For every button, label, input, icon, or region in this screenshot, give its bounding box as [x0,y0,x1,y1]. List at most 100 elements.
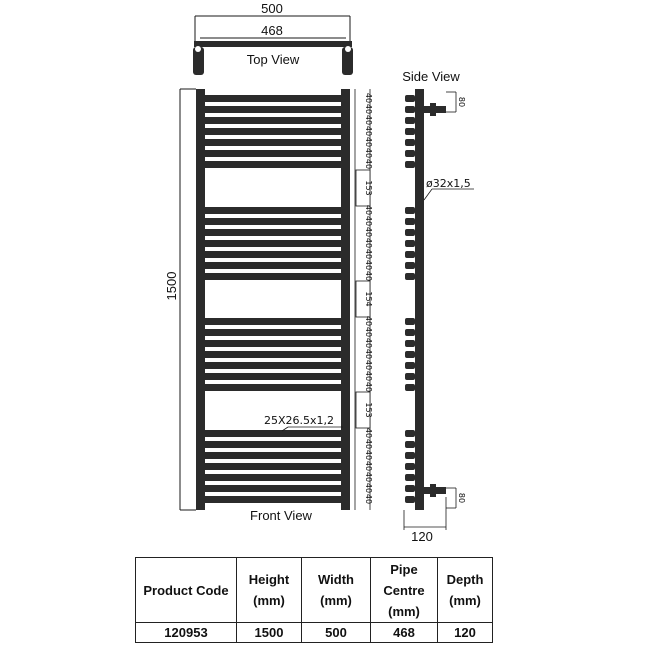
bar-pitch-label: 40 [364,137,373,147]
bar-pitch-label: 40 [364,371,373,381]
towel-rail [196,207,350,214]
towel-rail [196,106,350,113]
gap-lower-label: 153 [364,402,373,417]
header-product-code: Product Code [135,557,237,623]
side-view-title: Side View [402,69,460,84]
leader-line [423,188,433,201]
bar-pitch-label: 40 [364,93,373,103]
bar-pitch-label: 40 [364,483,373,493]
gap-dim-box [355,391,371,429]
pitch-labels-lower-middle: 40 40 40 40 40 40 40 [364,316,373,392]
rail-group-upper-middle [196,207,350,280]
rail-stub [405,441,415,448]
towel-rail [196,496,350,503]
rail-stub [405,384,415,391]
rail-stub [405,329,415,336]
bar-section-label: 25X26.5x1,2 [264,414,334,427]
towel-rail [196,262,350,269]
header-height: Height(mm) [236,557,302,623]
spec-table-row: 120953 1500 500 468 120 [135,622,493,643]
bar-pitch-label: 40 [364,205,373,215]
bar-pitch-label: 40 [364,148,373,158]
bar-pitch-label: 40 [364,126,373,136]
rail-stub [405,496,415,503]
towel-rail [196,139,350,146]
towel-rail [196,150,350,157]
bar-pitch-label: 40 [364,104,373,114]
cell-depth: 120 [437,622,493,643]
pipe-diameter-label: ø32x1,5 [426,177,471,190]
bar-pitch-label: 40 [364,238,373,248]
rail-stub [405,139,415,146]
bar-pitch-label: 40 [364,249,373,259]
bar-pitch-label: 40 [364,338,373,348]
pitch-labels-bottom: 40 40 40 40 40 40 40 [364,428,373,504]
rail-stub [405,463,415,470]
towel-rail [196,329,350,336]
depth-label: 120 [411,529,433,544]
front-view-title: Front View [250,508,313,523]
bracket-hole [195,46,201,52]
header-depth-line2: (mm) [449,593,481,608]
pitch-labels-upper-middle: 40 40 40 40 40 40 40 [364,205,373,281]
cell-product-code: 120953 [135,622,237,643]
bar-pitch-label: 40 [364,227,373,237]
towel-rail [196,485,350,492]
towel-rail [196,362,350,369]
rail-stub [405,128,415,135]
towel-rail [196,128,350,135]
right-vertical-pipe [341,89,350,510]
top-view-title: Top View [247,52,300,67]
bracket-hole [345,46,351,52]
towel-rail [196,452,350,459]
rail-stub [405,117,415,124]
rail-stub [405,318,415,325]
rail-stub [405,240,415,247]
side-vertical-pipe [415,89,424,510]
bar-pitch-label: 40 [364,494,373,504]
towel-rail [196,117,350,124]
bar-pitch-label: 40 [364,216,373,226]
header-width-line1: Width [318,572,354,587]
towel-rail [196,340,350,347]
bar-pitch-label: 40 [364,428,373,438]
side-bottom-bracket-post [430,484,436,497]
towel-rail [196,251,350,258]
bracket-offset-top-label: 80 [457,97,466,107]
towel-rail [196,441,350,448]
bar-pitch-label: 40 [364,271,373,281]
rail-stub [405,362,415,369]
towel-rail [196,161,350,168]
rail-stub [405,474,415,481]
rail-stub [405,207,415,214]
cell-pipe-centre: 468 [370,622,438,643]
rail-stub [405,262,415,269]
rail-group-top [196,95,350,168]
bar-pitch-label: 40 [364,461,373,471]
rail-stub [405,340,415,347]
towel-rail [196,384,350,391]
rail-stub [405,161,415,168]
bar-pitch-label: 40 [364,472,373,482]
towel-rail [196,351,350,358]
height-label: 1500 [164,272,179,301]
rail-group-bottom [196,430,350,503]
gap-dim-box [355,169,371,207]
gap-dim-box [355,280,371,318]
side-rail-stubs [405,95,415,503]
rail-stub [405,351,415,358]
header-pipe-line1: Pipe [390,561,418,577]
rail-stub [405,485,415,492]
towel-rail [196,430,350,437]
towel-rail [196,273,350,280]
cell-width: 500 [301,622,371,643]
side-top-bracket-post [430,103,436,116]
bar-pitch-label: 40 [364,349,373,359]
towel-rail [196,463,350,470]
bar-pitch-label: 40 [364,159,373,169]
rail-stub [405,106,415,113]
